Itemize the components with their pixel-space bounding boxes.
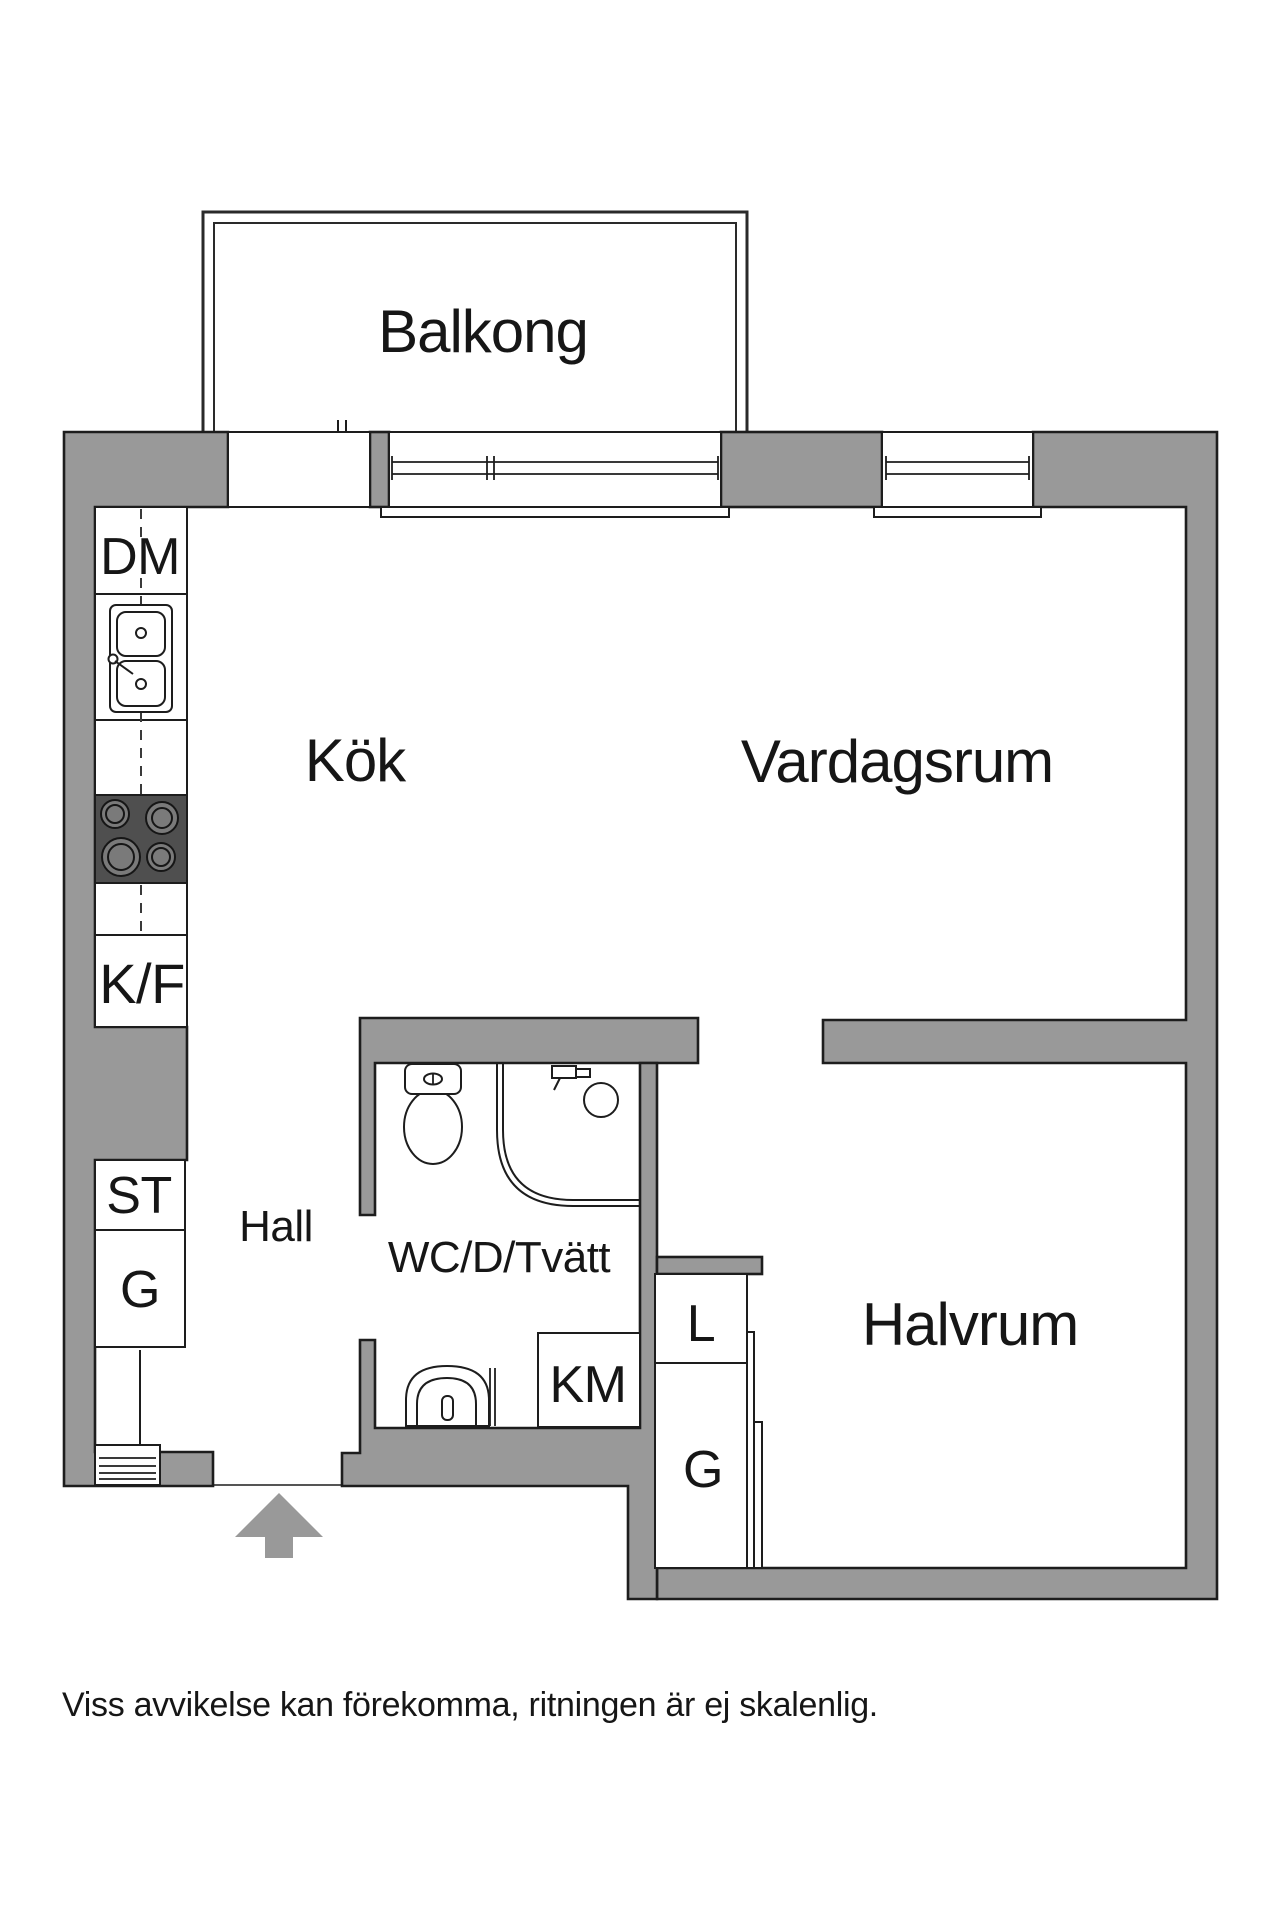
- toilet: [403, 1063, 463, 1165]
- shower-enclosure: [496, 1063, 640, 1207]
- cleaning-cabinet: [94, 1159, 186, 1231]
- living-room-window-glass: [885, 456, 1030, 480]
- room-label-bathroom: WC/D/Tvätt: [388, 1233, 611, 1282]
- label-half-room-wardrobe: G: [683, 1441, 723, 1499]
- wall-bathroom-top: [358, 1016, 700, 1217]
- wall-top-middle-pier: [719, 430, 884, 509]
- wall-closet-stub: [655, 1255, 764, 1276]
- hall-wardrobe: [94, 1229, 186, 1348]
- linen-closet: [654, 1273, 748, 1364]
- kitchen-window-sill: [380, 506, 730, 518]
- label-cleaning-cabinet: ST: [106, 1167, 171, 1225]
- label-washing-machine: KM: [550, 1356, 627, 1414]
- radiator: [94, 1444, 161, 1486]
- room-label-half-room: Halvrum: [862, 1291, 1078, 1358]
- bathroom-fixtures: [403, 1063, 641, 1428]
- label-fridge-freezer: K/F: [99, 952, 185, 1015]
- balcony-door-opening: [227, 431, 371, 508]
- label-dishwasher: DM: [100, 528, 180, 586]
- hall-cabinets: [94, 1159, 186, 1486]
- sliding-door-panel-2: [753, 1421, 763, 1569]
- room-label-hall: Hall: [239, 1202, 313, 1251]
- shower-fixture-icon: [551, 1065, 619, 1118]
- living-room-window: [881, 431, 1034, 508]
- wall-bathroom-right-and-bottom: [340, 1061, 659, 1601]
- label-linen-closet: L: [687, 1295, 715, 1353]
- entrance-arrow-icon: [235, 1493, 323, 1558]
- sliding-door-panel-1: [746, 1331, 755, 1569]
- kitchen-window: [388, 431, 722, 508]
- room-label-living-room: Vardagsrum: [741, 728, 1053, 795]
- half-room-wardrobe: [654, 1362, 748, 1569]
- room-label-kitchen: Kök: [305, 727, 407, 794]
- windows: [227, 431, 1042, 518]
- balcony-door-ticks: [337, 420, 347, 433]
- room-label-balcony: Balkong: [378, 298, 588, 365]
- half-room-closets: [654, 1273, 763, 1569]
- washing-machine: [537, 1332, 641, 1428]
- wall-right-assembly: [655, 430, 1219, 1601]
- kitchen-window-glass: [391, 456, 719, 480]
- kitchen-counter: [94, 506, 188, 1028]
- washbasin: [405, 1364, 496, 1427]
- living-room-window-sill: [873, 506, 1042, 518]
- fridge-cell: [94, 934, 188, 1028]
- wall-window-pier-small: [368, 430, 391, 509]
- disclaimer-text: Viss avvikelse kan förekomma, ritningen …: [62, 1686, 878, 1724]
- kitchen-sink: [107, 604, 173, 713]
- label-hall-wardrobe: G: [120, 1261, 160, 1319]
- stove: [94, 794, 188, 884]
